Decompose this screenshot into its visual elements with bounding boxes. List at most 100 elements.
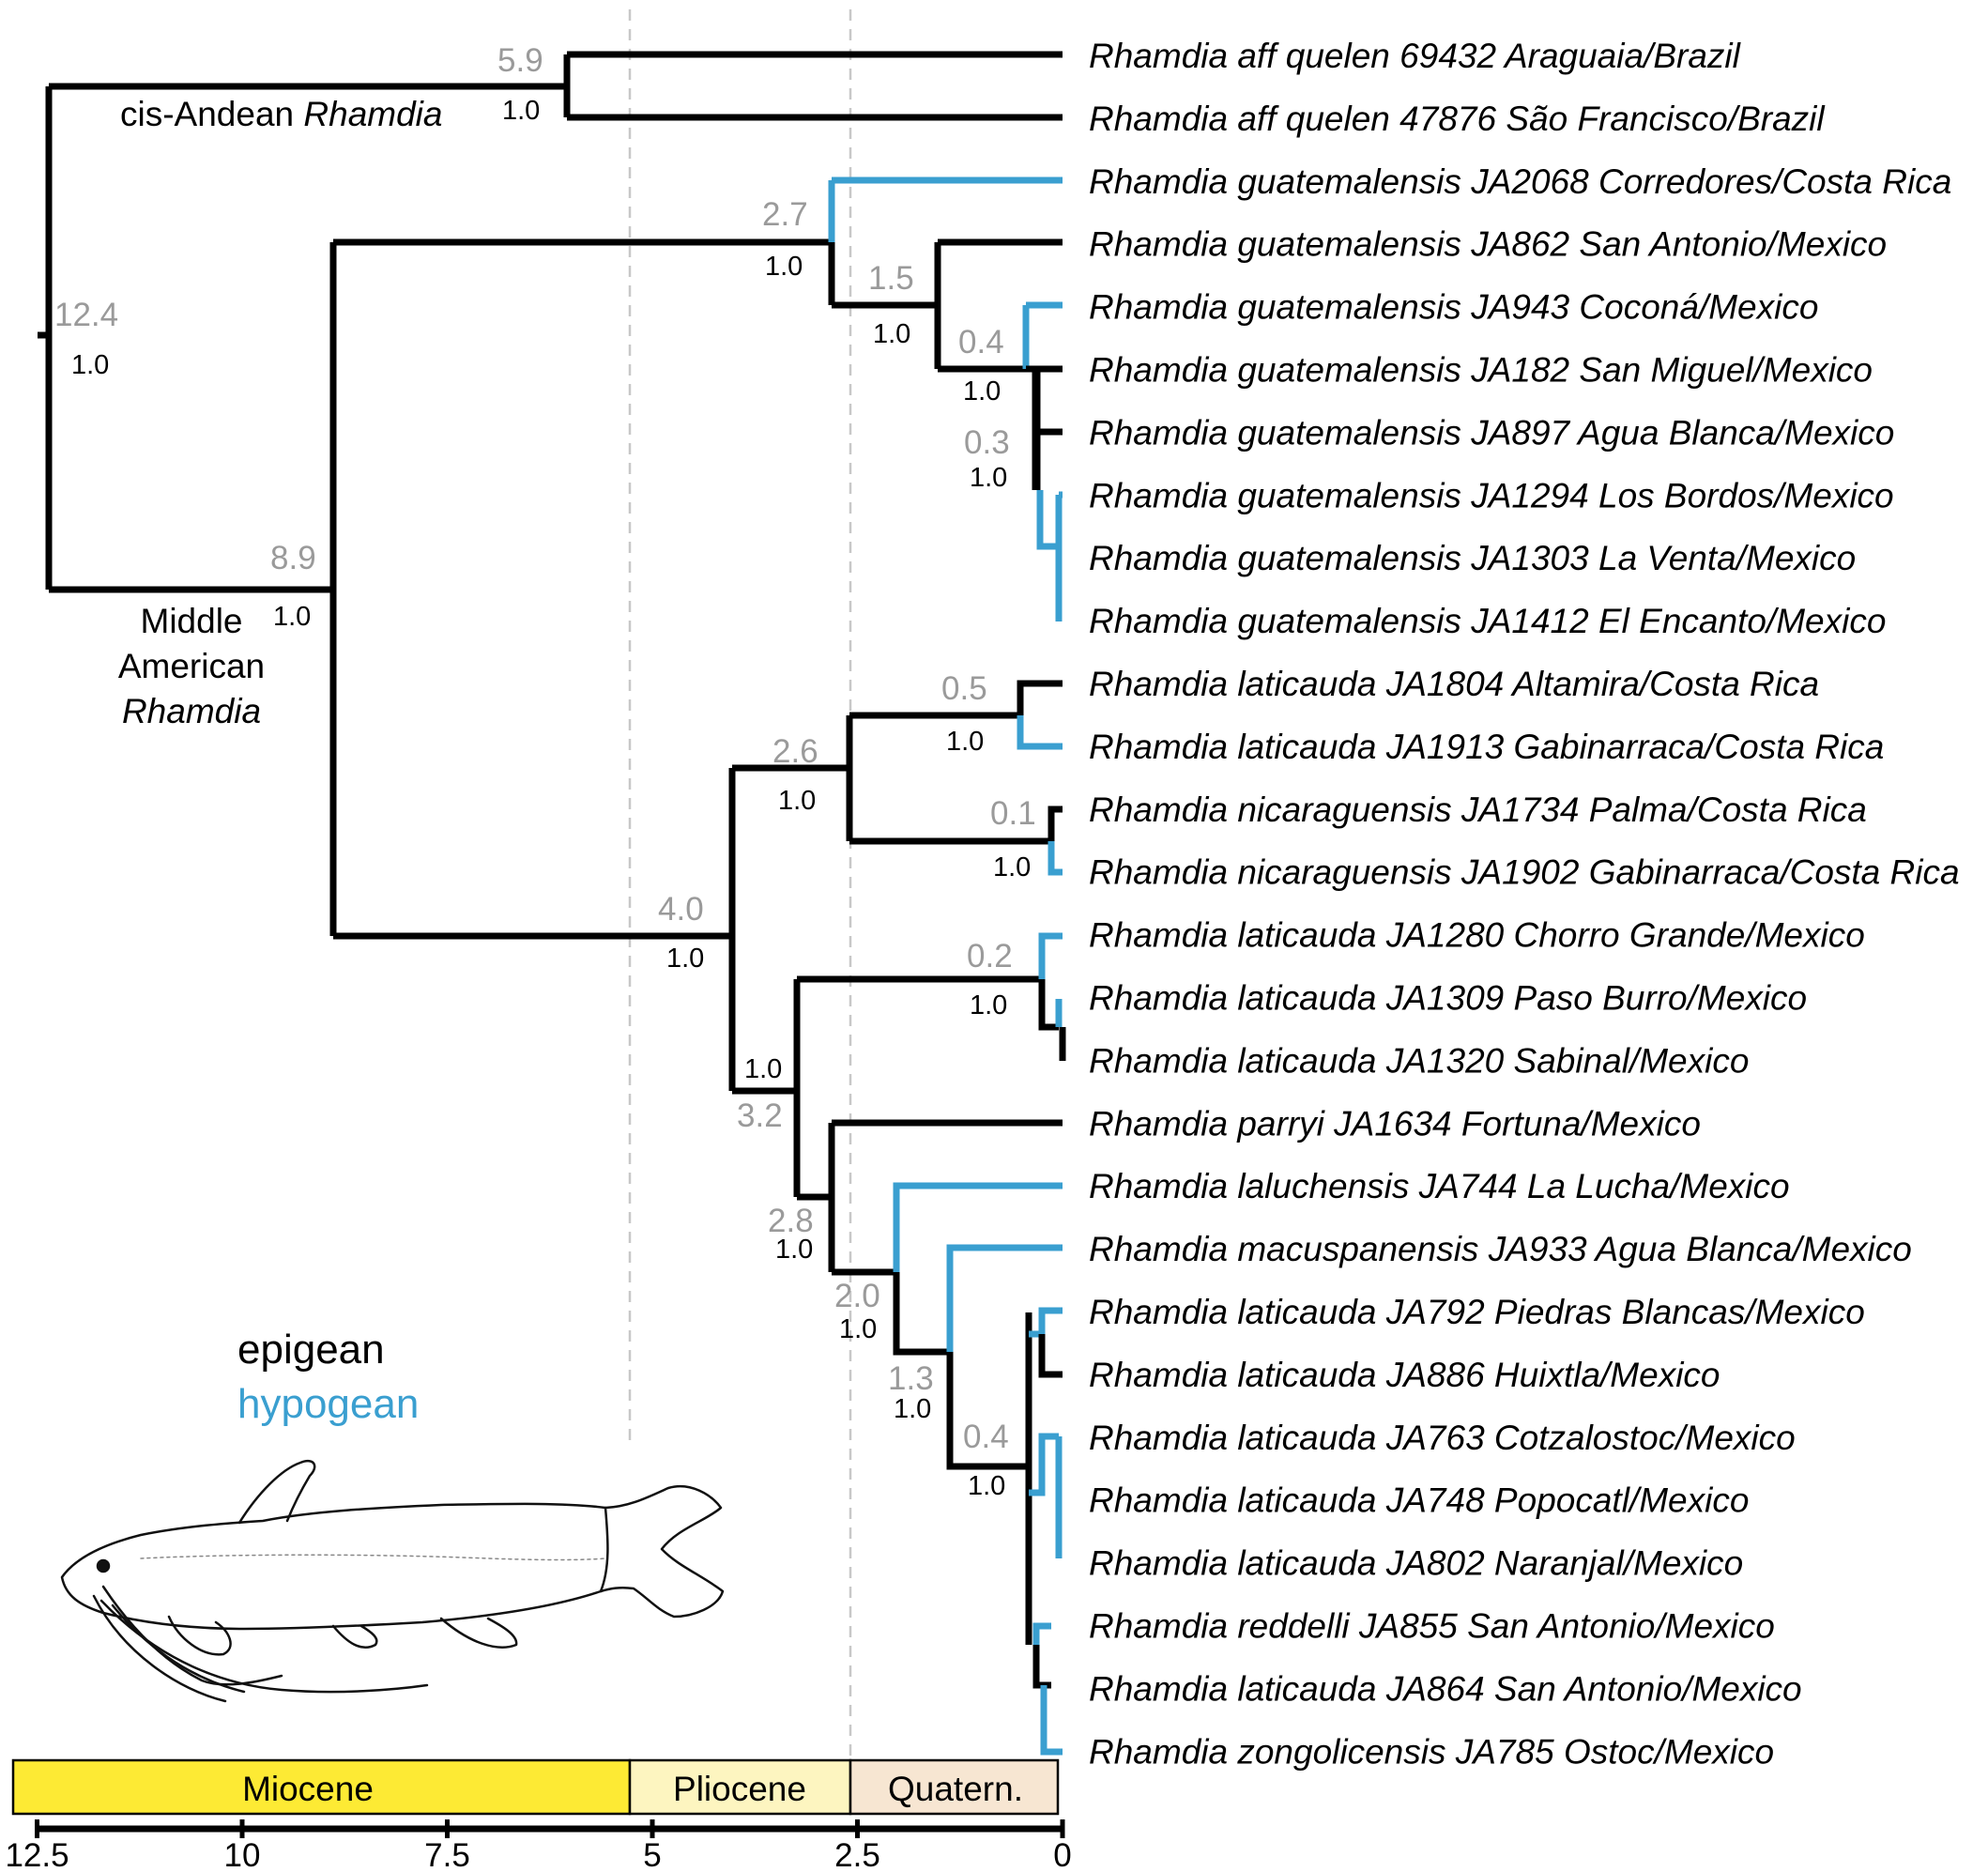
taxon-label: Rhamdia laticauda JA1309 Paso Burro/Mexi… — [1089, 979, 1807, 1018]
node-labels: 12.4 1.0 5.9 1.0 8.9 1.0 2.7 1.0 1.5 1.0… — [54, 42, 1036, 1501]
node-age-8-9: 8.9 — [270, 540, 316, 576]
node-pp-8-9: 1.0 — [273, 602, 311, 632]
node-0-2-blue — [1038, 932, 1063, 979]
node-pp-2-7: 1.0 — [765, 252, 803, 282]
node-huixtla-black — [1038, 1334, 1063, 1378]
node-age-0-1: 0.1 — [990, 795, 1036, 832]
node-age-0-4b: 0.4 — [963, 1419, 1009, 1455]
taxon-label: Rhamdia aff quelen 69432 Araguaia/Brazil — [1089, 37, 1742, 75]
time-tick-label: 7.5 — [424, 1837, 470, 1872]
taxon-label: Rhamdia nicaraguensis JA1734 Palma/Costa… — [1089, 790, 1867, 829]
taxon-label: Rhamdia guatemalensis JA182 San Miguel/M… — [1089, 351, 1873, 390]
node-age-0-5: 0.5 — [941, 670, 987, 707]
legend: epigean hypogean — [237, 1327, 419, 1427]
time-tick-label: 10 — [224, 1837, 261, 1872]
cis-andean-label: cis-Andean Rhamdia — [120, 95, 442, 133]
node-reddelli-blue — [1032, 1622, 1051, 1645]
taxon-label: Rhamdia guatemalensis JA1294 Los Bordos/… — [1089, 476, 1894, 514]
taxon-label: Rhamdia laluchensis JA744 La Lucha/Mexic… — [1089, 1167, 1790, 1205]
taxon-label: Rhamdia laticauda JA763 Cotzalostoc/Mexi… — [1089, 1419, 1796, 1457]
time-tick-label: 12.5 — [5, 1837, 69, 1872]
taxon-label: Rhamdia laticauda JA864 San Antonio/Mexi… — [1089, 1669, 1802, 1708]
node-0-2-black — [1038, 979, 1059, 1031]
node-pp-1-5: 1.0 — [873, 319, 910, 349]
node-age-0-2: 0.2 — [967, 938, 1013, 974]
node-age-1-5: 1.5 — [868, 260, 914, 297]
taxon-label: Rhamdia laticauda JA1913 Gabinarraca/Cos… — [1089, 728, 1884, 766]
taxon-label: Rhamdia guatemalensis JA862 San Antonio/… — [1089, 225, 1887, 264]
node-pp-0-5: 1.0 — [946, 727, 984, 757]
middle-american-label-line1: Middle — [141, 602, 243, 640]
node-pp-3-2: 1.0 — [744, 1054, 782, 1084]
node-1-3-black — [946, 1352, 1029, 1470]
node-pp-5-9: 1.0 — [502, 96, 540, 126]
taxon-label: Rhamdia laticauda JA886 Huixtla/Mexico — [1089, 1356, 1720, 1394]
taxon-label: Rhamdia laticauda JA748 Popocatl/Mexico — [1089, 1481, 1749, 1520]
taxon-label: Rhamdia guatemalensis JA943 Coconá/Mexic… — [1089, 288, 1818, 327]
catfish-illustration — [60, 1460, 725, 1703]
node-age-12-4: 12.4 — [54, 297, 118, 333]
node-age-5-9: 5.9 — [497, 42, 543, 79]
epoch-quaternary-label: Quatern. — [888, 1770, 1023, 1808]
node-0-5-black — [1017, 680, 1063, 715]
node-pp-0-4b: 1.0 — [968, 1471, 1005, 1501]
taxon-label: Rhamdia macuspanensis JA933 Agua Blanca/… — [1089, 1230, 1912, 1268]
taxon-label: Rhamdia parryi JA1634 Fortuna/Mexico — [1089, 1104, 1701, 1143]
node-age-2-6: 2.6 — [772, 733, 818, 770]
node-pp-0-1: 1.0 — [993, 852, 1031, 882]
node-ostoc-blue — [1040, 1685, 1063, 1756]
time-axis-ticks: 12.5 10 7.5 5 2.5 0 — [5, 1819, 1072, 1872]
node-pp-2-0: 1.0 — [839, 1314, 877, 1344]
taxon-label: Rhamdia laticauda JA802 Naranjal/Mexico — [1089, 1544, 1743, 1583]
node-2-0-blue — [893, 1182, 1063, 1272]
node-age-1-3: 1.3 — [888, 1360, 934, 1397]
node-pp-0-3: 1.0 — [970, 463, 1007, 493]
time-tick-label: 0 — [1053, 1837, 1071, 1872]
node-piedras-blue — [1029, 1307, 1063, 1338]
node-pp-1-3: 1.0 — [894, 1394, 931, 1424]
taxon-label: Rhamdia guatemalensis JA897 Agua Blanca/… — [1089, 413, 1894, 452]
node-age-0-4a: 0.4 — [958, 324, 1004, 361]
taxon-label: Rhamdia laticauda JA1804 Altamira/Costa … — [1089, 665, 1819, 703]
taxon-labels: Rhamdia aff quelen 69432 Araguaia/Brazil… — [1089, 37, 1960, 1771]
node-age-2-8: 2.8 — [768, 1203, 814, 1239]
node-pp-0-2: 1.0 — [970, 990, 1007, 1020]
taxon-label: Rhamdia nicaraguensis JA1902 Gabinarraca… — [1089, 853, 1960, 892]
node-pp-0-4a: 1.0 — [963, 376, 1001, 407]
taxon-label: Rhamdia laticauda JA1320 Sabinal/Mexico — [1089, 1041, 1749, 1080]
time-tick-label: 2.5 — [834, 1837, 880, 1872]
node-2-0-black — [893, 1272, 950, 1356]
epoch-quaternary — [849, 1758, 1060, 1816]
taxon-label: Rhamdia reddelli JA855 San Antonio/Mexic… — [1089, 1607, 1775, 1646]
node-0-3-blue — [1036, 490, 1059, 550]
node-age-2-0: 2.0 — [834, 1278, 880, 1314]
taxon-label: Rhamdia laticauda JA792 Piedras Blancas/… — [1089, 1293, 1865, 1331]
taxon-label: Rhamdia aff quelen 47876 São Francisco/B… — [1089, 100, 1826, 138]
legend-hypogean: hypogean — [237, 1381, 419, 1427]
tree-branches — [38, 51, 1066, 1756]
epoch-boundary-lines — [628, 9, 852, 1756]
node-age-4-0: 4.0 — [658, 891, 704, 928]
time-tick-label: 5 — [643, 1837, 661, 1872]
taxon-label: Rhamdia guatemalensis JA1303 La Venta/Me… — [1089, 539, 1856, 577]
middle-american-label-line2: American — [118, 647, 265, 685]
taxon-label: Rhamdia zongolicensis JA785 Ostoc/Mexico — [1089, 1732, 1774, 1771]
node-san-antonio-black — [1032, 1645, 1051, 1689]
node-age-0-3: 0.3 — [964, 424, 1010, 461]
node-pp-2-6: 1.0 — [778, 786, 816, 816]
node-cotzalostoc-blue — [1029, 1433, 1059, 1496]
node-0-1-black — [1048, 806, 1063, 841]
node-pp-12-4: 1.0 — [71, 350, 109, 380]
node-0-5-blue — [1017, 715, 1063, 750]
legend-epigean: epigean — [237, 1327, 385, 1373]
epoch-miocene-label: Miocene — [242, 1770, 374, 1808]
taxon-label: Rhamdia laticauda JA1280 Chorro Grande/M… — [1089, 916, 1865, 955]
epoch-miocene — [11, 1758, 632, 1816]
epoch-pliocene — [628, 1758, 852, 1816]
taxon-label: Rhamdia guatemalensis JA1412 El Encanto/… — [1089, 602, 1886, 640]
node-age-2-7: 2.7 — [762, 196, 808, 233]
node-1-3-blue — [946, 1244, 1063, 1352]
node-0-1-blue — [1048, 841, 1063, 876]
